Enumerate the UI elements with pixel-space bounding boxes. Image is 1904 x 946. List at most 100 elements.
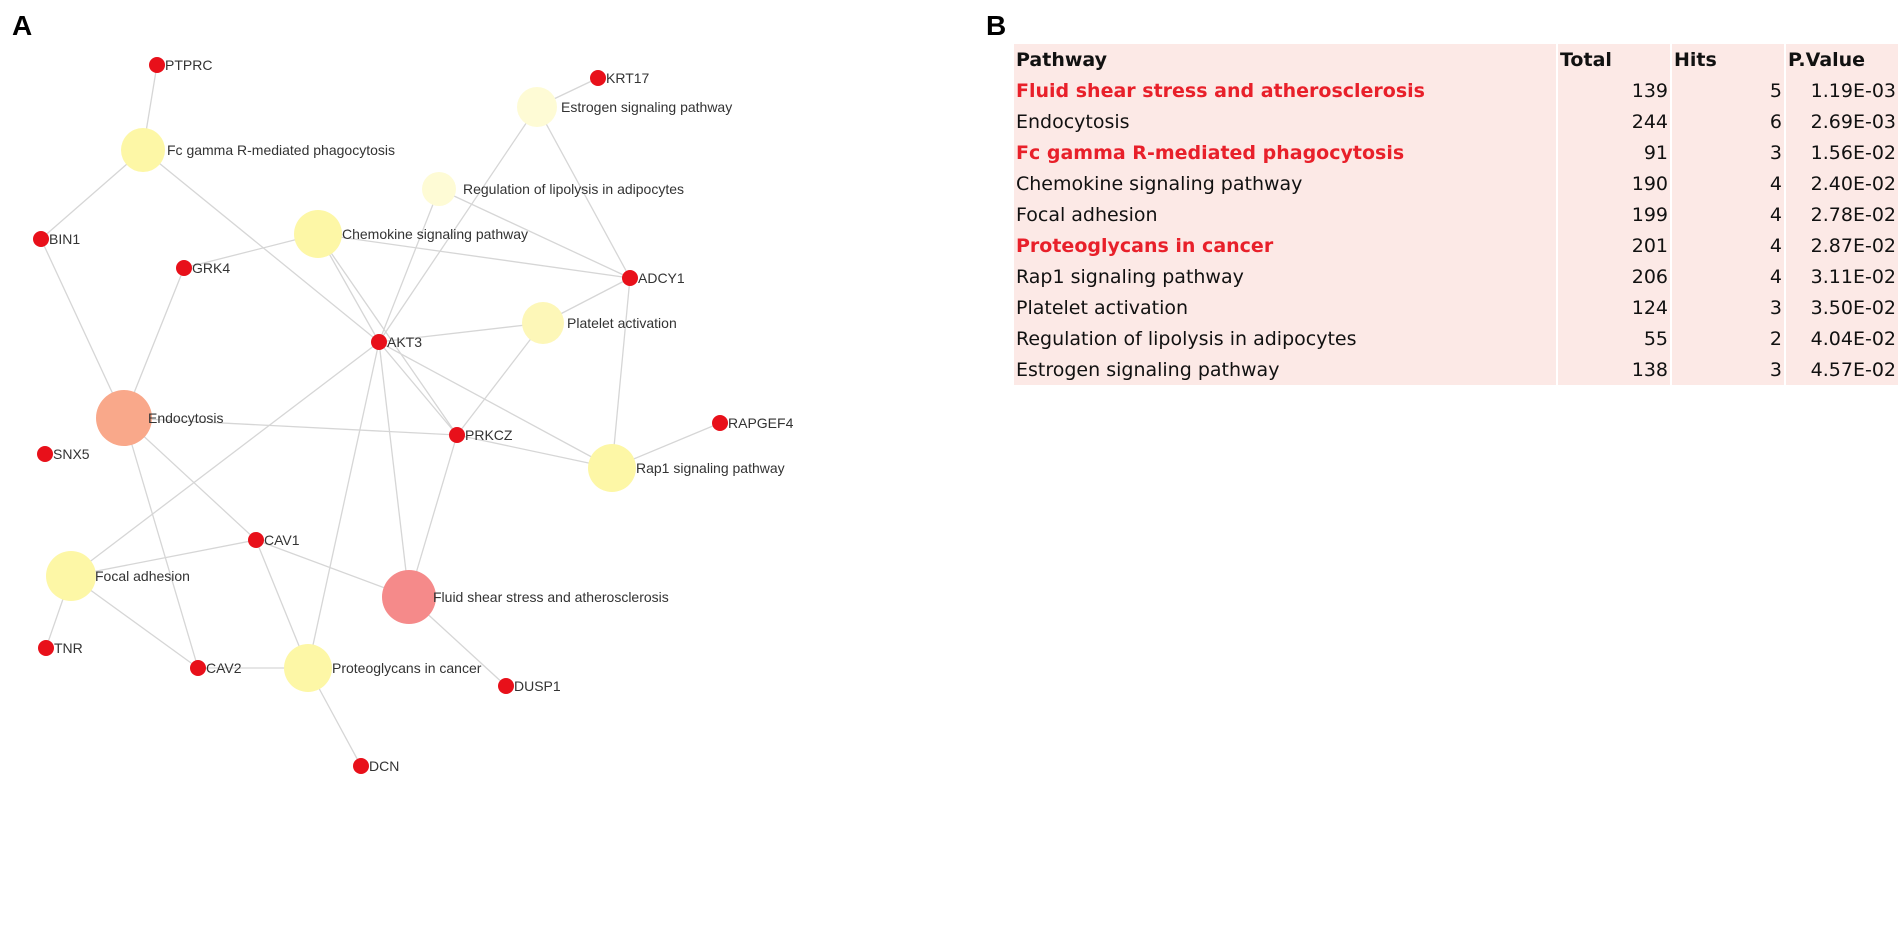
gene-label-rapgef4: RAPGEF4	[728, 415, 794, 431]
pathway-node-fc-gamma	[121, 128, 165, 172]
cell-total: 138	[1558, 354, 1670, 385]
cell-total: 244	[1558, 106, 1670, 137]
edge-akt3-focal	[70, 341, 380, 577]
cell-pvalue: 3.11E-02	[1786, 261, 1898, 292]
pathway-node-endocytosis	[96, 390, 152, 446]
network-edges	[40, 64, 721, 767]
table-header-row: Pathway Total Hits P.Value	[1014, 44, 1898, 75]
edge-adcy1-rap1	[611, 277, 631, 469]
cell-pathway: Platelet activation	[1014, 292, 1556, 323]
edge-endocytosis-cav2	[123, 417, 199, 669]
gene-node-cav2	[190, 660, 206, 676]
edge-cav1-focal	[70, 539, 257, 577]
gene-label-akt3: AKT3	[387, 334, 422, 350]
gene-label-ptprc: PTPRC	[165, 57, 212, 73]
gene-node-dusp1	[498, 678, 514, 694]
gene-label-tnr: TNR	[54, 640, 83, 656]
pathway-label-rap1: Rap1 signaling pathway	[636, 460, 785, 476]
cell-hits: 4	[1672, 230, 1784, 261]
cell-hits: 2	[1672, 323, 1784, 354]
pathway-node-lipolysis	[422, 172, 456, 206]
edge-lipolysis-adcy1	[438, 188, 631, 279]
pathway-label-chemokine: Chemokine signaling pathway	[342, 226, 528, 242]
edge-akt3-rap1	[378, 341, 613, 469]
pathway-label-lipolysis: Regulation of lipolysis in adipocytes	[463, 181, 684, 197]
gene-label-grk4: GRK4	[192, 260, 230, 276]
pathway-node-fluid	[382, 570, 436, 624]
cell-hits: 3	[1672, 137, 1784, 168]
edge-endocytosis-cav1	[123, 417, 257, 541]
gene-label-adcy1: ADCY1	[638, 270, 685, 286]
pathway-node-proteoglycans	[284, 644, 332, 692]
cell-pathway: Chemokine signaling pathway	[1014, 168, 1556, 199]
cell-pvalue: 1.19E-03	[1786, 75, 1898, 106]
cell-hits: 4	[1672, 261, 1784, 292]
pathway-label-fc-gamma: Fc gamma R-mediated phagocytosis	[167, 142, 395, 158]
gene-node-dcn	[353, 758, 369, 774]
gene-label-cav1: CAV1	[264, 532, 300, 548]
cell-total: 139	[1558, 75, 1670, 106]
cell-total: 91	[1558, 137, 1670, 168]
edge-estrogen-adcy1	[536, 106, 631, 279]
edge-cav1-fluid	[255, 539, 410, 598]
pathway-node-estrogen	[517, 87, 557, 127]
edge-fc_gamma-akt3	[142, 149, 380, 343]
cell-pvalue: 2.69E-03	[1786, 106, 1898, 137]
edge-bin1-fc_gamma	[40, 149, 144, 240]
cell-pvalue: 2.87E-02	[1786, 230, 1898, 261]
cell-hits: 3	[1672, 292, 1784, 323]
gene-node-cav1	[248, 532, 264, 548]
cell-pathway: Rap1 signaling pathway	[1014, 261, 1556, 292]
cell-pathway: Endocytosis	[1014, 106, 1556, 137]
pathway-label-proteoglycans: Proteoglycans in cancer	[332, 660, 482, 676]
header-hits: Hits	[1672, 44, 1784, 75]
cell-total: 55	[1558, 323, 1670, 354]
cell-total: 206	[1558, 261, 1670, 292]
pathway-label-endocytosis: Endocytosis	[148, 410, 223, 426]
edge-platelet-akt3	[378, 322, 544, 343]
pathway-node-platelet	[522, 302, 564, 344]
edge-prkcz-rap1	[456, 434, 613, 469]
cell-pvalue: 4.57E-02	[1786, 354, 1898, 385]
edge-chemokine-prkcz	[317, 233, 458, 436]
cell-pvalue: 2.40E-02	[1786, 168, 1898, 199]
pathway-label-fluid: Fluid shear stress and atherosclerosis	[433, 589, 669, 605]
cell-total: 201	[1558, 230, 1670, 261]
pathway-node-rap1	[588, 444, 636, 492]
cell-hits: 6	[1672, 106, 1784, 137]
edge-estrogen-akt3	[378, 106, 538, 343]
cell-pathway: Estrogen signaling pathway	[1014, 354, 1556, 385]
gene-label-bin1: BIN1	[49, 231, 80, 247]
edge-akt3-fluid	[378, 341, 410, 598]
network-nodes: Fc gamma R-mediated phagocytosis Estrogen…	[33, 57, 794, 774]
cell-pathway: Focal adhesion	[1014, 199, 1556, 230]
edge-prkcz-fluid	[408, 434, 458, 598]
edge-chemokine-adcy1	[317, 233, 631, 279]
edge-endocytosis-prkcz	[123, 417, 458, 436]
edge-akt3-prkcz	[378, 341, 458, 436]
gene-node-ptprc	[149, 57, 165, 73]
panel-b-letter: B	[986, 10, 1007, 41]
cell-pathway: Proteoglycans in cancer	[1014, 230, 1556, 261]
enrichment-table: Pathway Total Hits P.Value Fluid shear s…	[1012, 44, 1900, 385]
cell-pvalue: 3.50E-02	[1786, 292, 1898, 323]
cell-pvalue: 2.78E-02	[1786, 199, 1898, 230]
gene-node-grk4	[176, 260, 192, 276]
header-pathway: Pathway	[1014, 44, 1556, 75]
cell-total: 199	[1558, 199, 1670, 230]
gene-node-rapgef4	[712, 415, 728, 431]
pathway-node-chemokine	[294, 210, 342, 258]
pathway-node-focal	[46, 551, 96, 601]
gene-node-adcy1	[622, 270, 638, 286]
gene-node-prkcz	[449, 427, 465, 443]
pathway-label-estrogen: Estrogen signaling pathway	[561, 99, 732, 115]
gene-node-tnr	[38, 640, 54, 656]
cell-hits: 5	[1672, 75, 1784, 106]
